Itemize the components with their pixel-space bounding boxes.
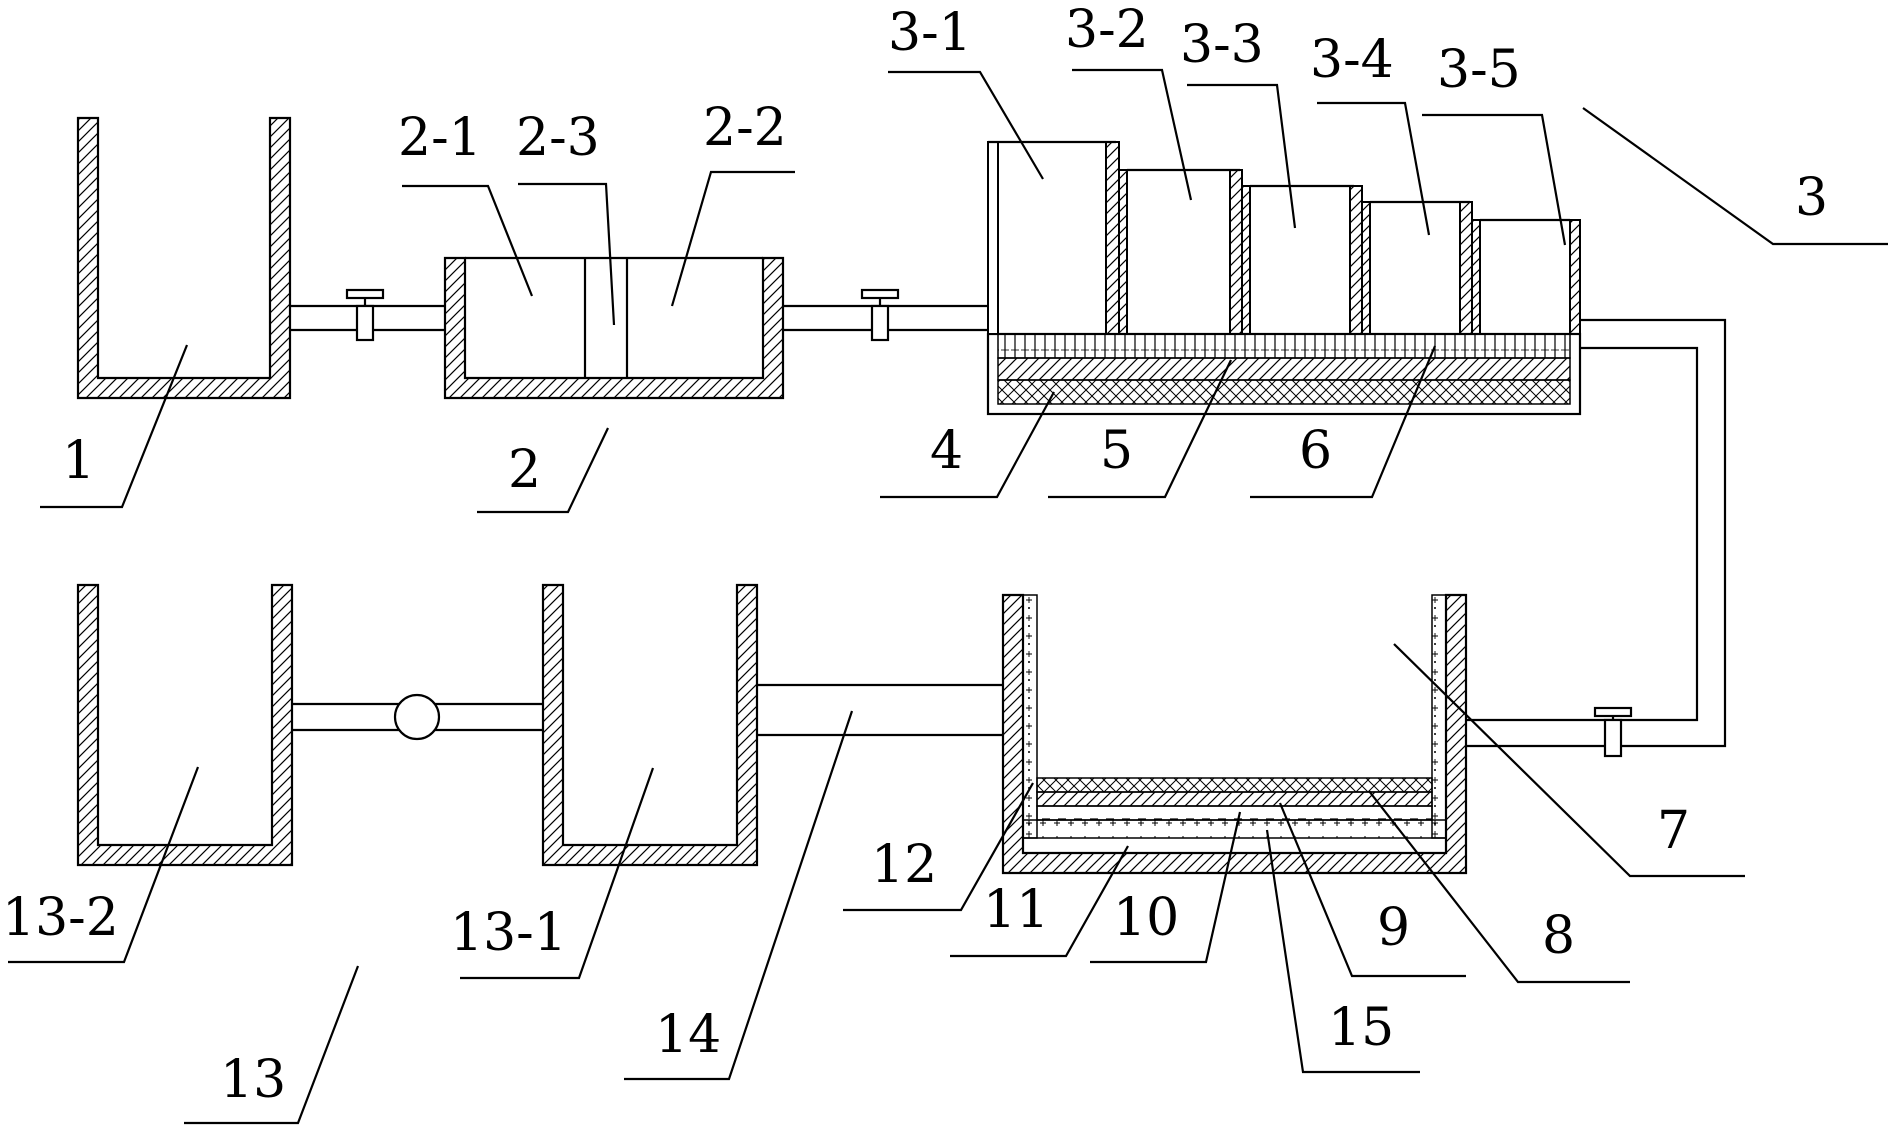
unit-2 (443, 256, 785, 400)
label-13-1: 13-1 (450, 903, 567, 963)
label-3-1: 3-1 (888, 3, 972, 63)
pipe-3-7 (1466, 318, 1727, 758)
label-4: 4 (930, 421, 963, 481)
label-7: 7 (1657, 801, 1690, 861)
label-11: 11 (983, 880, 1049, 940)
labels: 1 2 2-1 2-3 2-2 3-1 3-2 3-3 3-4 3-5 3 4 … (2, 0, 1828, 1110)
label-2-1: 2-1 (398, 108, 482, 168)
tank-13-1 (541, 583, 759, 867)
label-8: 8 (1542, 906, 1575, 966)
label-5: 5 (1100, 421, 1133, 481)
pipe-14 (757, 683, 1003, 737)
label-3: 3 (1795, 168, 1828, 228)
label-9: 9 (1377, 898, 1410, 958)
pipe-1-2 (290, 288, 445, 342)
label-2-2: 2-2 (703, 98, 787, 158)
label-14: 14 (655, 1005, 721, 1065)
leader-lines (8, 68, 1888, 1125)
unit-3 (986, 140, 1582, 416)
label-13-2: 13-2 (2, 888, 119, 948)
label-2-3: 2-3 (516, 108, 600, 168)
label-12: 12 (871, 835, 937, 895)
label-13: 13 (220, 1050, 286, 1110)
tank-1 (76, 116, 292, 400)
label-15: 15 (1328, 998, 1394, 1058)
label-3-5: 3-5 (1437, 40, 1521, 100)
label-6: 6 (1299, 421, 1332, 481)
label-2: 2 (508, 440, 541, 500)
pipe-2-3 (783, 288, 988, 342)
label-3-2: 3-2 (1065, 0, 1149, 60)
label-3-4: 3-4 (1310, 30, 1394, 90)
label-3-3: 3-3 (1180, 15, 1264, 75)
tank-13-2 (76, 583, 294, 867)
unit-7 (1001, 593, 1468, 875)
pipe-13 (292, 693, 543, 741)
label-10: 10 (1113, 888, 1179, 948)
label-1: 1 (62, 431, 95, 491)
